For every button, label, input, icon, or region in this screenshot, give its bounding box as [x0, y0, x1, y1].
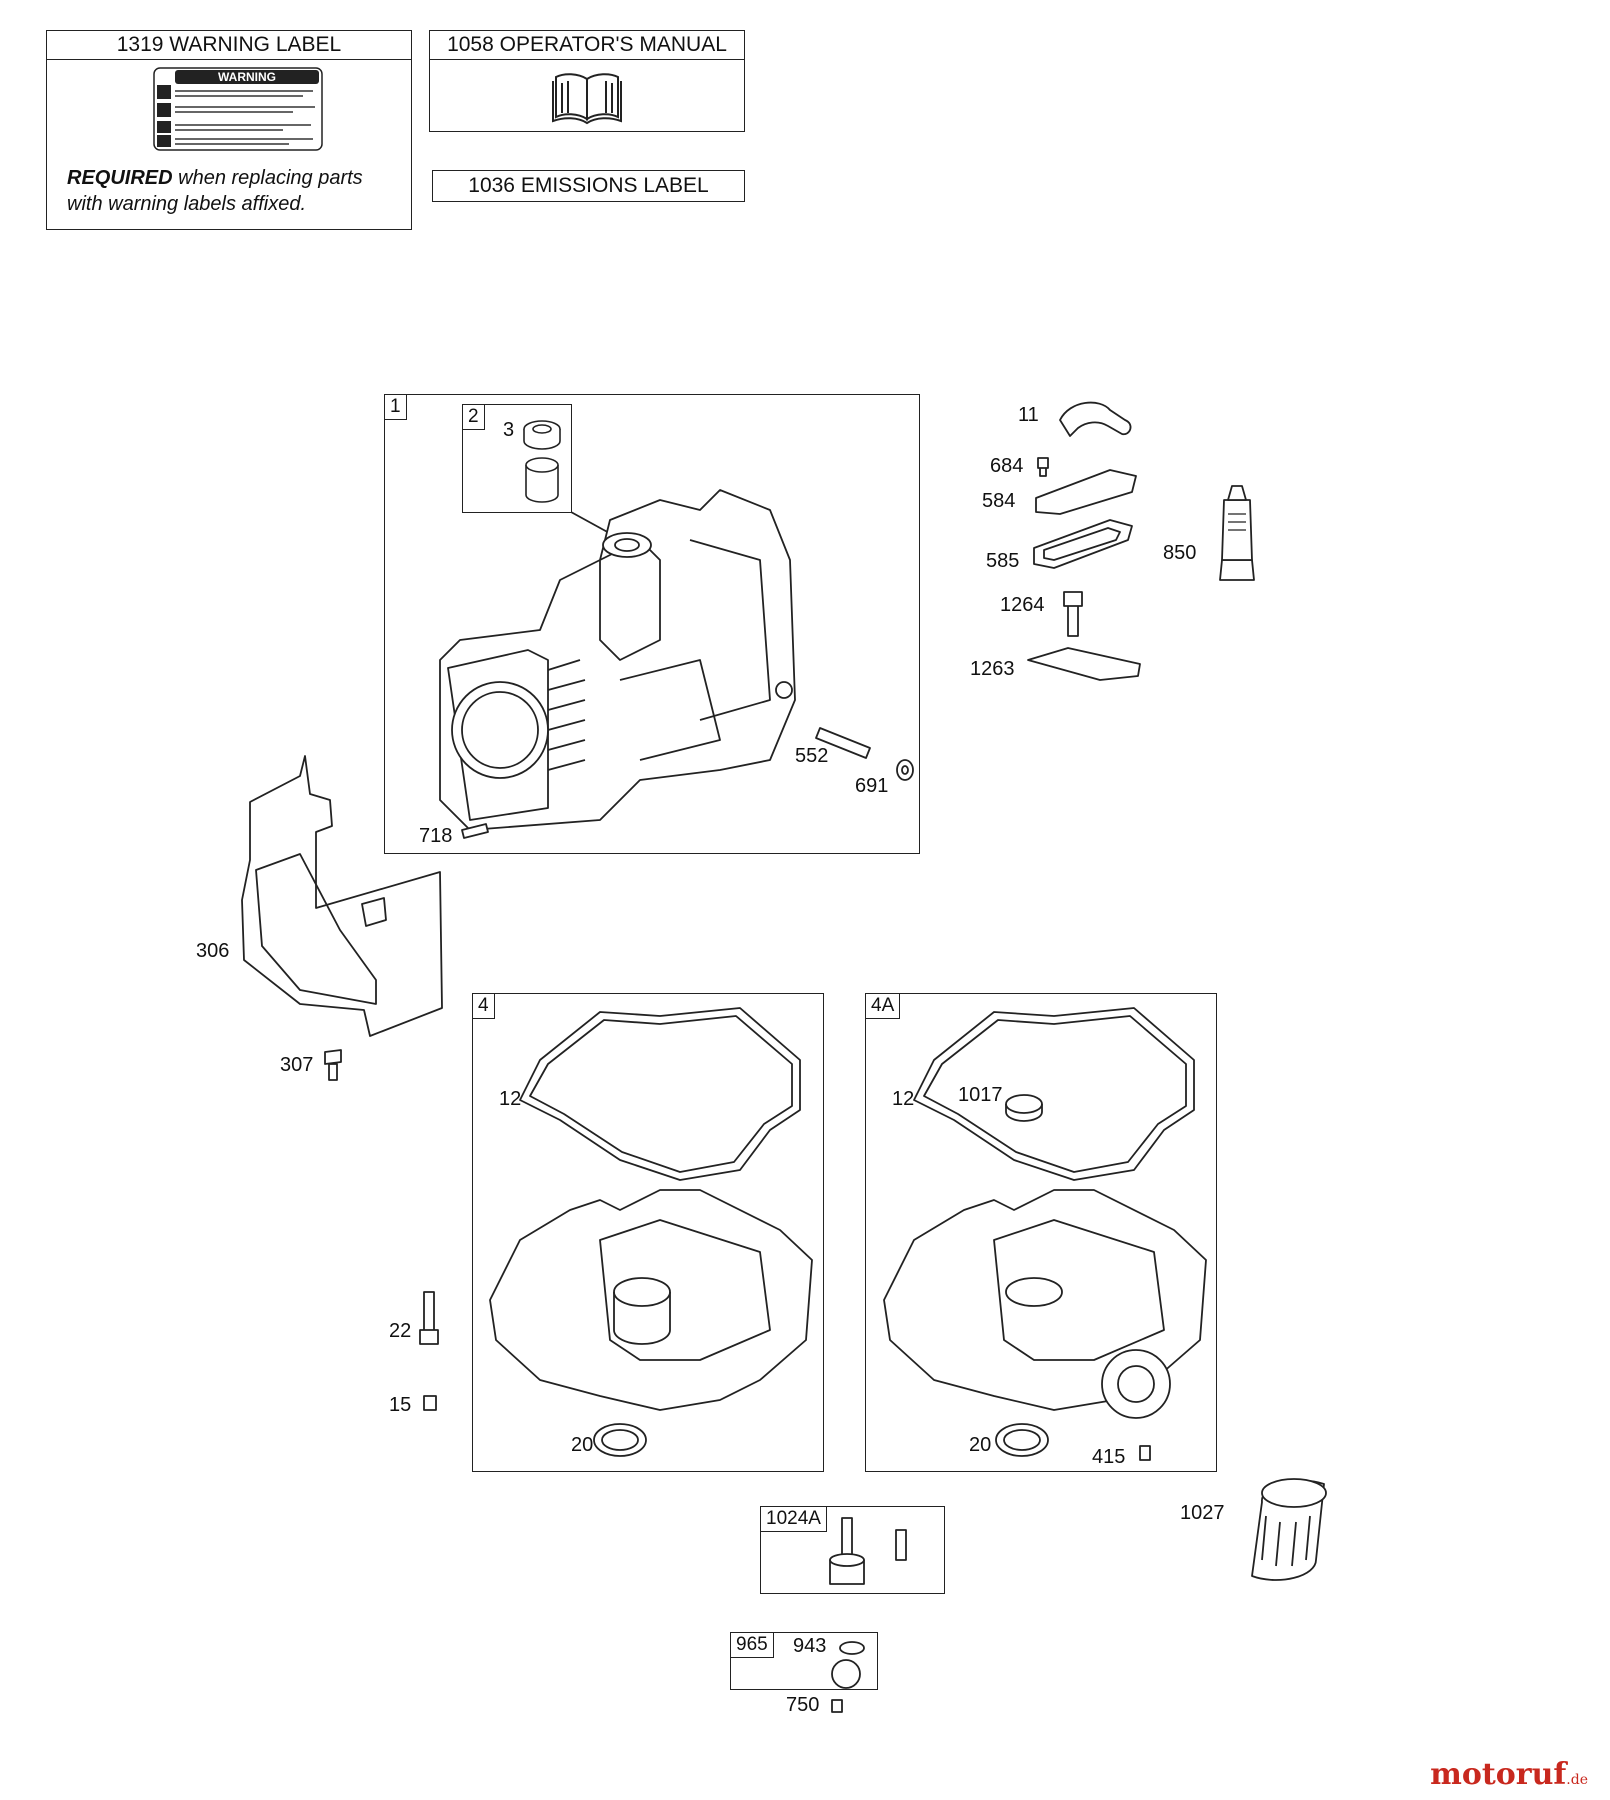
sump-group-4a-box: 4A 12 1017 20 415	[865, 993, 1217, 1472]
plug-15-icon	[423, 1395, 437, 1411]
manual-book-icon	[552, 73, 622, 125]
operators-manual-title: 1058 OPERATOR'S MANUAL	[430, 31, 744, 60]
breather-cover-icon	[1035, 469, 1137, 515]
sump4-seal-label: 20	[571, 1434, 594, 1456]
cylinder-group-box: 1 2 3 552 691 718	[384, 394, 920, 854]
part-label-306: 306	[196, 940, 230, 962]
sump4a-screw-label: 415	[1092, 1446, 1126, 1468]
part-label-552: 552	[795, 745, 829, 767]
required-rest-2: with warning labels affixed.	[67, 193, 307, 215]
warning-sticker-icon: WARNING	[153, 67, 323, 151]
part-label-1027: 1027	[1180, 1502, 1225, 1524]
part-label-1263: 1263	[970, 658, 1015, 680]
sump4-gasket-label: 12	[499, 1088, 522, 1110]
group-965-box: 965 943	[730, 1632, 878, 1690]
brand-name: motoruf	[1430, 1757, 1567, 1792]
sealant-tube-icon	[1219, 559, 1255, 581]
required-note: REQUIRED when replacing parts with warni…	[67, 165, 363, 217]
part-label-684: 684	[990, 455, 1024, 477]
part-label-691: 691	[855, 775, 889, 797]
breather-tube-icon	[1059, 401, 1132, 437]
warning-label-title: 1319 WARNING LABEL	[47, 31, 411, 60]
group-965-ring-label: 943	[793, 1635, 827, 1657]
screw-750-icon	[831, 1699, 843, 1713]
brand-tld: .de	[1566, 1772, 1588, 1788]
bushing-subgroup-box: 2 3	[462, 404, 572, 513]
emissions-label-box: 1036 EMISSIONS LABEL	[432, 170, 745, 202]
emissions-label-title: 1036 EMISSIONS LABEL	[468, 174, 709, 197]
gasket-585-icon	[1033, 519, 1133, 569]
part-label-585: 585	[986, 550, 1020, 572]
sump4a-gasket-label: 12	[892, 1088, 915, 1110]
warning-sticker-heading: WARNING	[218, 70, 276, 84]
bolt-22-icon	[419, 1291, 439, 1345]
screw-307-icon	[324, 1049, 342, 1081]
part-label-718: 718	[419, 825, 453, 847]
bolt-1264-icon	[1063, 591, 1083, 637]
group-965-tag: 965	[730, 1632, 774, 1658]
screw-684-icon	[1037, 457, 1049, 477]
part-label-850: 850	[1163, 542, 1197, 564]
part-label-15: 15	[389, 1394, 412, 1416]
required-rest-1: when replacing parts	[172, 167, 363, 189]
operators-manual-box: 1058 OPERATOR'S MANUAL	[429, 30, 745, 132]
warning-label-box: 1319 WARNING LABEL WARNING REQUIRED when…	[46, 30, 412, 230]
plate-1263-icon	[1027, 647, 1141, 681]
sump-group-4-tag: 4	[472, 993, 495, 1019]
group-965-screw-label: 750	[786, 1694, 820, 1716]
sump-group-4-box: 4 12 20	[472, 993, 824, 1472]
cylinder-group-tag: 1	[384, 394, 407, 420]
required-bold: REQUIRED	[67, 167, 173, 189]
part-label-22: 22	[389, 1320, 412, 1342]
sump-group-4a-tag: 4A	[865, 993, 901, 1019]
part-label-11: 11	[1018, 404, 1039, 426]
group-1024a-box: 1024A	[760, 1506, 945, 1594]
part-label-3: 3	[503, 419, 515, 441]
bushing-icon	[523, 420, 561, 503]
group-1024a-tag: 1024A	[760, 1506, 827, 1532]
part-label-1264: 1264	[1000, 594, 1045, 616]
sump4a-plug-label: 1017	[958, 1084, 1003, 1106]
part-label-584: 584	[982, 490, 1016, 512]
oil-filter-icon	[1251, 1478, 1327, 1581]
part-label-307: 307	[280, 1054, 314, 1076]
sump4a-seal-label: 20	[969, 1434, 992, 1456]
brand-logo: motoruf.de	[1430, 1757, 1588, 1792]
bushing-subgroup-tag: 2	[462, 404, 485, 430]
